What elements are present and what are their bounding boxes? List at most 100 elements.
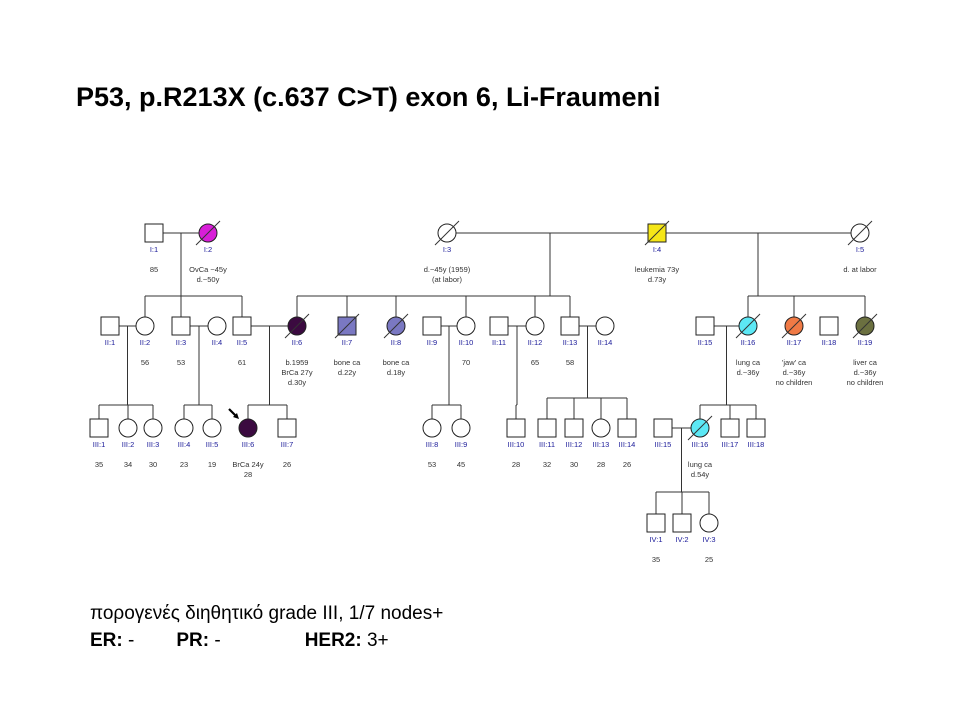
deceased-slash <box>383 313 409 339</box>
histology-line: πορογενές διηθητικό grade III, 1/7 nodes… <box>90 603 444 624</box>
individual-info: no children <box>847 378 884 387</box>
individual-info: 61 <box>238 358 246 367</box>
deceased-slash <box>334 313 360 339</box>
individual-ii-3-male-square <box>171 316 191 336</box>
individual-id: III:11 <box>539 440 555 449</box>
individual-info: 53 <box>177 358 185 367</box>
individual-info: d.~36y <box>783 368 806 377</box>
individual-id: III:4 <box>178 440 191 449</box>
individual-ii-10-female-circle <box>456 316 476 336</box>
individual-info: bone ca <box>334 358 362 367</box>
individual-info: d.~50y <box>197 275 220 284</box>
deceased-slash <box>687 415 713 441</box>
individual-info: d.22y <box>338 368 357 377</box>
individual-info: d.73y <box>648 275 667 284</box>
individual-id: II:4 <box>212 338 222 347</box>
deceased-slash <box>781 313 807 339</box>
individual-info: 85 <box>150 265 158 274</box>
individual-id: II:17 <box>787 338 802 347</box>
individual-id: IV:3 <box>702 535 715 544</box>
individual-info: 56 <box>141 358 149 367</box>
individual-id: III:13 <box>593 440 610 449</box>
deceased-slash <box>284 313 310 339</box>
individual-id: II:10 <box>459 338 474 347</box>
individual-info: BrCa 27y <box>281 368 313 377</box>
individual-info: 26 <box>283 460 291 469</box>
individual-info: 58 <box>566 358 574 367</box>
slide-title: P53, p.R213X (c.637 C>T) exon 6, Li-Frau… <box>76 82 661 112</box>
individual-ii-5-male-square <box>232 316 252 336</box>
individual-id: III:14 <box>619 440 636 449</box>
pr-label: PR: <box>176 630 210 651</box>
individual-info: d. at labor <box>843 265 877 274</box>
individual-id: II:7 <box>342 338 352 347</box>
individual-id: III:7 <box>281 440 294 449</box>
individual-info: lung ca <box>736 358 761 367</box>
individual-info: 'jaw' ca <box>782 358 807 367</box>
her2-label: HER2: <box>304 630 362 651</box>
individual-iii-1-male-square <box>89 418 109 438</box>
individual-info: 25 <box>705 555 713 564</box>
individual-id: III:6 <box>242 440 255 449</box>
individual-i-1-male-square <box>144 223 164 243</box>
individual-info: 35 <box>95 460 103 469</box>
individual-ii-14-female-circle <box>595 316 615 336</box>
individual-info: BrCa 24y <box>232 460 264 469</box>
individual-iii-8-female-circle <box>422 418 442 438</box>
individual-id: II:6 <box>292 338 302 347</box>
individual-ii-9-male-square <box>422 316 442 336</box>
individual-id: I:1 <box>150 245 158 254</box>
individual-id: II:8 <box>391 338 401 347</box>
individual-info: 28 <box>512 460 520 469</box>
individual-info: d.~36y <box>737 368 760 377</box>
her2-value: 3+ <box>361 630 389 651</box>
individual-iv-3-female-circle <box>699 513 719 533</box>
individual-info: 23 <box>180 460 188 469</box>
individual-ii-13-male-square <box>560 316 580 336</box>
individual-ii-1-male-square <box>100 316 120 336</box>
individual-id: II:2 <box>140 338 150 347</box>
individual-info: 28 <box>597 460 605 469</box>
individual-info: 30 <box>149 460 157 469</box>
individual-ii-2-female-circle <box>135 316 155 336</box>
er-label: ER: <box>90 630 123 651</box>
deceased-slash <box>847 220 873 246</box>
individual-iii-12-male-square <box>564 418 584 438</box>
individual-info: d.54y <box>691 470 710 479</box>
individual-id: III:5 <box>206 440 219 449</box>
individual-info: 70 <box>462 358 470 367</box>
individual-iii-14-male-square <box>617 418 637 438</box>
individual-id: III:10 <box>508 440 525 449</box>
individual-id: IV:1 <box>649 535 662 544</box>
individual-info: lung ca <box>688 460 713 469</box>
individual-iii-9-female-circle <box>451 418 471 438</box>
individual-id: II:9 <box>427 338 437 347</box>
pr-value: - <box>209 630 221 651</box>
individual-info: d.30y <box>288 378 307 387</box>
individual-info: leukemia 73y <box>635 265 679 274</box>
individual-id: III:8 <box>426 440 439 449</box>
individual-id: II:15 <box>698 338 713 347</box>
individual-info: d.~36y <box>854 368 877 377</box>
individual-info: 45 <box>457 460 465 469</box>
individual-id: II:14 <box>598 338 613 347</box>
individual-info: liver ca <box>853 358 878 367</box>
individual-info: no children <box>776 378 813 387</box>
individual-iii-15-male-square <box>653 418 673 438</box>
individual-ii-12-female-circle <box>525 316 545 336</box>
deceased-slash <box>195 220 221 246</box>
individual-info: 65 <box>531 358 539 367</box>
individual-iii-7-male-square <box>277 418 297 438</box>
deceased-slash <box>434 220 460 246</box>
deceased-slash <box>852 313 878 339</box>
receptor-status-line: ER: -PR: -HER2: 3+ <box>90 627 443 654</box>
individual-id: I:4 <box>653 245 661 254</box>
individual-id: III:1 <box>93 440 106 449</box>
individual-id: III:17 <box>722 440 739 449</box>
individual-id: IV:2 <box>675 535 688 544</box>
individual-id: II:12 <box>528 338 543 347</box>
individual-info: 26 <box>623 460 631 469</box>
individual-id: III:12 <box>566 440 583 449</box>
